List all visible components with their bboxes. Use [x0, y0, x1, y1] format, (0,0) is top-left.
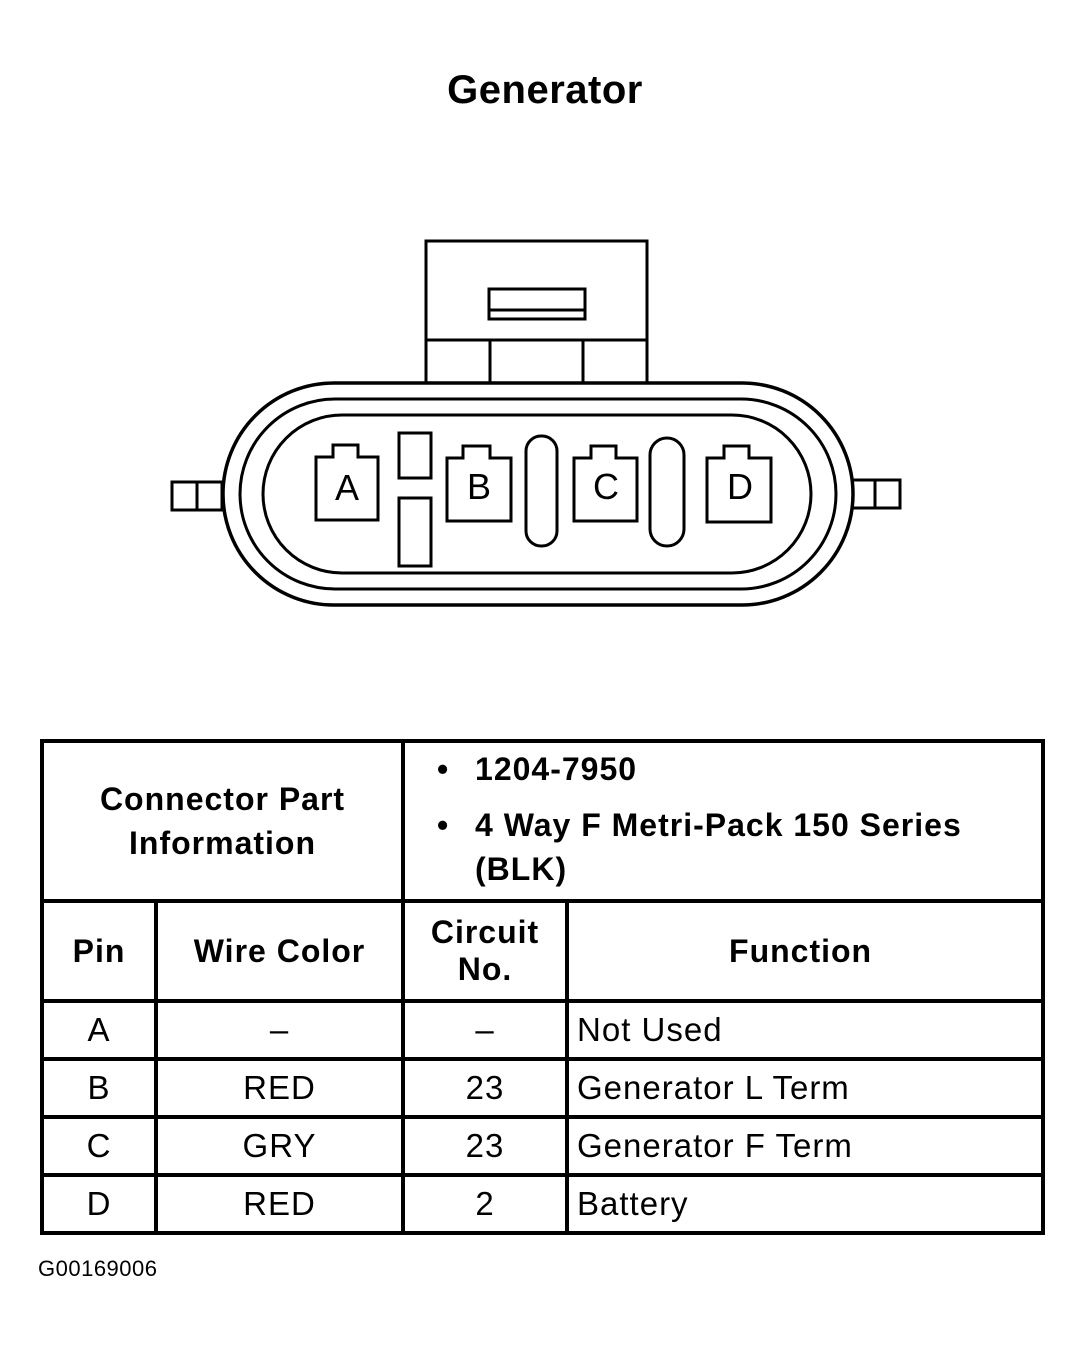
cell-wire-color: –	[153, 999, 406, 1061]
cell-circuit: 23	[401, 1057, 570, 1119]
connector-part-info: 1204-7950 4 Way F Metri-Pack 150 Series …	[401, 739, 1046, 903]
cell-pin: D	[40, 1173, 158, 1235]
connector-latch	[424, 239, 649, 385]
connector-inner-face	[261, 413, 813, 575]
table-row: A – – Not Used	[40, 999, 1046, 1061]
header-wire-color: Wire Color	[153, 899, 406, 1003]
connector-face-drawing: A B C D	[170, 239, 902, 607]
connector-part-label: Connector Part Information	[39, 739, 406, 903]
part-description: 4 Way F Metri-Pack 150 Series (BLK)	[437, 803, 1041, 891]
part-number: 1204-7950	[437, 747, 1041, 791]
pin-cavity-c	[572, 444, 639, 523]
key-slot-bottom	[397, 496, 433, 568]
connector-part-row: Connector Part Information 1204-7950 4 W…	[39, 739, 1046, 903]
pin-cavity-b	[445, 444, 513, 523]
cell-pin: C	[40, 1115, 158, 1177]
header-pin: Pin	[40, 899, 158, 1003]
table-row: D RED 2 Battery	[40, 1173, 1046, 1235]
key-slot-top	[397, 431, 433, 480]
cell-circuit: 2	[401, 1173, 570, 1235]
cell-wire-color: RED	[153, 1057, 406, 1119]
cell-wire-color: RED	[153, 1173, 406, 1235]
connector-seal-ring	[238, 397, 838, 591]
connector-right-ear	[848, 478, 902, 510]
pin-label-b: B	[467, 466, 491, 507]
cell-function: Generator F Term	[565, 1115, 1046, 1177]
cell-function: Not Used	[565, 999, 1046, 1061]
pin-cavity-d	[705, 444, 773, 524]
table-row: B RED 23 Generator L Term	[40, 1057, 1046, 1119]
column-header-row: Pin Wire Color Circuit No. Function	[40, 899, 1046, 1003]
cell-wire-color: GRY	[153, 1115, 406, 1177]
cell-circuit: 23	[401, 1115, 570, 1177]
pin-cavity-a	[314, 443, 380, 522]
connector-info-table: Connector Part Information 1204-7950 4 W…	[39, 739, 1046, 1235]
cell-function: Generator L Term	[565, 1057, 1046, 1119]
cell-pin: B	[40, 1057, 158, 1119]
header-circuit-no: Circuit No.	[401, 899, 570, 1003]
cell-circuit: –	[401, 999, 570, 1061]
rib-2	[648, 436, 686, 548]
pin-label-c: C	[593, 466, 619, 507]
diagram-title: Generator	[447, 68, 643, 112]
table-row: C GRY 23 Generator F Term	[40, 1115, 1046, 1177]
pin-label-a: A	[335, 467, 359, 508]
cell-function: Battery	[565, 1173, 1046, 1235]
cell-pin: A	[40, 999, 158, 1061]
connector-left-ear	[170, 480, 224, 512]
header-function: Function	[565, 899, 1046, 1003]
rib-1	[524, 434, 559, 548]
connector-outer-body	[221, 381, 855, 607]
figure-id: G00169006	[38, 1256, 158, 1281]
pin-label-d: D	[727, 466, 753, 507]
